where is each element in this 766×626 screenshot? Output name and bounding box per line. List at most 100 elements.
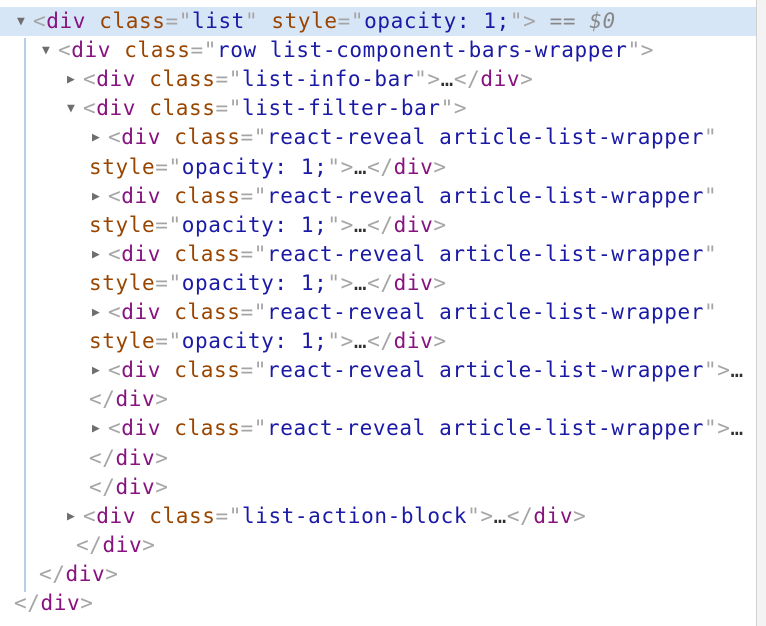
- node-markup: <div class="react-reveal article-list-wr…: [108, 240, 717, 269]
- tag-name: div: [115, 387, 156, 412]
- tag-name: div: [46, 9, 86, 33]
- punctuation: >: [105, 561, 119, 586]
- node-markup: </div>: [39, 560, 118, 589]
- attribute-value: opacity: 1;: [181, 154, 328, 179]
- punctuation: =": [190, 38, 217, 63]
- punctuation: >: [80, 591, 94, 615]
- punctuation: </: [367, 154, 394, 179]
- dom-node-line[interactable]: ▶<div class="react-reveal article-list-w…: [0, 356, 756, 385]
- dom-node-line[interactable]: style="opacity: 1;">…</div>: [0, 211, 756, 240]
- punctuation: ">: [467, 503, 494, 528]
- dom-node-line[interactable]: ▼<div class="list-filter-bar">: [0, 94, 756, 123]
- dom-node-line[interactable]: ▶ <div class="list-info-bar">…</div>: [0, 65, 756, 94]
- dom-node-line[interactable]: ▶<div class="list-action-block">…</div>: [0, 502, 756, 531]
- punctuation: =": [165, 9, 192, 33]
- collapsed-ellipsis[interactable]: …: [730, 416, 744, 441]
- punctuation: ": [703, 125, 718, 150]
- expand-triangle-icon[interactable]: ▶: [92, 305, 101, 320]
- collapse-triangle-icon[interactable]: ▼: [17, 14, 26, 29]
- node-markup: </div>: [14, 589, 93, 618]
- node-markup: <div class="react-reveal article-list-wr…: [108, 182, 717, 211]
- attribute-name: class: [85, 9, 166, 33]
- punctuation: </: [89, 474, 116, 499]
- node-markup: <div class="react-reveal article-list-wr…: [108, 414, 744, 443]
- dom-node-line[interactable]: ▶ <div class="react-reveal article-list-w…: [0, 414, 756, 443]
- attribute-value: opacity: 1;: [364, 9, 510, 33]
- expand-triangle-icon[interactable]: ▶: [67, 72, 76, 88]
- punctuation: =": [215, 96, 242, 121]
- attribute-name: style: [89, 270, 156, 295]
- dom-node-line[interactable]: ▶ <div class="react-reveal article-list-w…: [0, 240, 756, 269]
- tag-name: div: [71, 38, 111, 63]
- dom-node-line[interactable]: style="opacity: 1;">…</div>: [0, 153, 756, 182]
- attribute-value: opacity: 1;: [181, 270, 328, 295]
- expand-triangle-icon[interactable]: ▶: [92, 363, 101, 379]
- punctuation: =": [240, 416, 267, 441]
- tag-name: div: [65, 561, 106, 586]
- dom-node-line[interactable]: </div>: [0, 531, 756, 560]
- punctuation: =": [240, 125, 267, 150]
- attribute-value: list-info-bar: [241, 67, 415, 92]
- dom-node-line[interactable]: ▶<div class="react-reveal article-list-w…: [0, 123, 756, 152]
- punctuation: ">: [627, 38, 654, 63]
- punctuation: </: [89, 387, 116, 412]
- dom-node-line[interactable]: </div>: [0, 473, 756, 502]
- dom-node-line[interactable]: </div>: [0, 385, 756, 414]
- node-markup: </div>: [89, 444, 168, 473]
- tag-name: div: [393, 212, 434, 237]
- collapsed-ellipsis[interactable]: …: [353, 154, 368, 179]
- dom-node-selected[interactable]: ▼<div class="list" style="opacity: 1;"> …: [0, 7, 756, 36]
- dom-node-line[interactable]: ▶ <div class="react-reveal article-list-w…: [0, 298, 756, 327]
- attribute-value: react-reveal article-list-wrapper: [266, 125, 704, 150]
- punctuation: =": [215, 503, 242, 528]
- node-markup: style="opacity: 1;">…</div>: [89, 327, 447, 356]
- collapsed-ellipsis[interactable]: …: [730, 358, 744, 383]
- tag-name: div: [393, 329, 434, 354]
- tag-name: div: [40, 591, 81, 615]
- attribute-value: list-filter-bar: [241, 96, 441, 121]
- punctuation: >: [573, 503, 587, 528]
- collapse-triangle-icon[interactable]: ▼: [67, 101, 76, 117]
- tag-name: div: [121, 183, 161, 208]
- attribute-value: react-reveal article-list-wrapper: [266, 358, 704, 383]
- tag-name: div: [96, 67, 136, 92]
- collapsed-ellipsis[interactable]: …: [353, 212, 368, 237]
- tag-name: div: [121, 241, 161, 266]
- punctuation: =": [337, 9, 365, 33]
- punctuation: =": [240, 300, 267, 324]
- attribute-value: opacity: 1;: [181, 329, 328, 354]
- dom-node-line[interactable]: ▶ <div class="react-reveal article-list-w…: [0, 182, 756, 211]
- collapse-triangle-icon[interactable]: ▼: [42, 43, 51, 59]
- dom-node-line[interactable]: style="opacity: 1;">…</div>: [0, 327, 756, 356]
- punctuation: ">: [509, 9, 537, 33]
- collapsed-ellipsis[interactable]: …: [493, 503, 507, 528]
- punctuation: </: [76, 532, 103, 557]
- node-markup: <div class="react-reveal article-list-wr…: [108, 298, 717, 327]
- punctuation: <: [83, 96, 97, 121]
- punctuation: =": [155, 270, 182, 295]
- attribute-value: opacity: 1;: [181, 212, 328, 237]
- collapsed-ellipsis[interactable]: …: [353, 270, 368, 295]
- expand-triangle-icon[interactable]: ▶: [67, 508, 76, 524]
- punctuation: ": [703, 241, 718, 266]
- dom-node-line[interactable]: </div>: [0, 589, 756, 618]
- punctuation: ">: [440, 96, 468, 121]
- node-markup: <div class="list-info-bar">…</div>: [83, 65, 533, 94]
- collapsed-ellipsis[interactable]: …: [440, 67, 454, 92]
- dom-node-line[interactable]: </div>: [0, 444, 756, 473]
- dom-node-line[interactable]: </div>: [0, 560, 756, 589]
- attribute-name: class: [160, 300, 241, 324]
- dom-node-line[interactable]: ▼<div class="row list-component-bars-wra…: [0, 36, 756, 65]
- punctuation: <: [108, 416, 122, 441]
- expand-triangle-icon[interactable]: ▶: [92, 188, 101, 204]
- attribute-value: react-reveal article-list-wrapper: [266, 416, 704, 441]
- expand-triangle-icon[interactable]: ▶: [92, 421, 101, 437]
- expand-triangle-icon[interactable]: ▶: [92, 246, 101, 262]
- attribute-value: row list-component-bars-wrapper: [216, 38, 628, 63]
- expand-triangle-icon[interactable]: ▶: [92, 130, 101, 146]
- collapsed-ellipsis[interactable]: …: [353, 329, 368, 354]
- attribute-name: class: [135, 96, 216, 121]
- attribute-name: style: [89, 154, 156, 179]
- punctuation: >: [433, 329, 447, 354]
- dom-node-line[interactable]: style="opacity: 1;">…</div>: [0, 269, 756, 298]
